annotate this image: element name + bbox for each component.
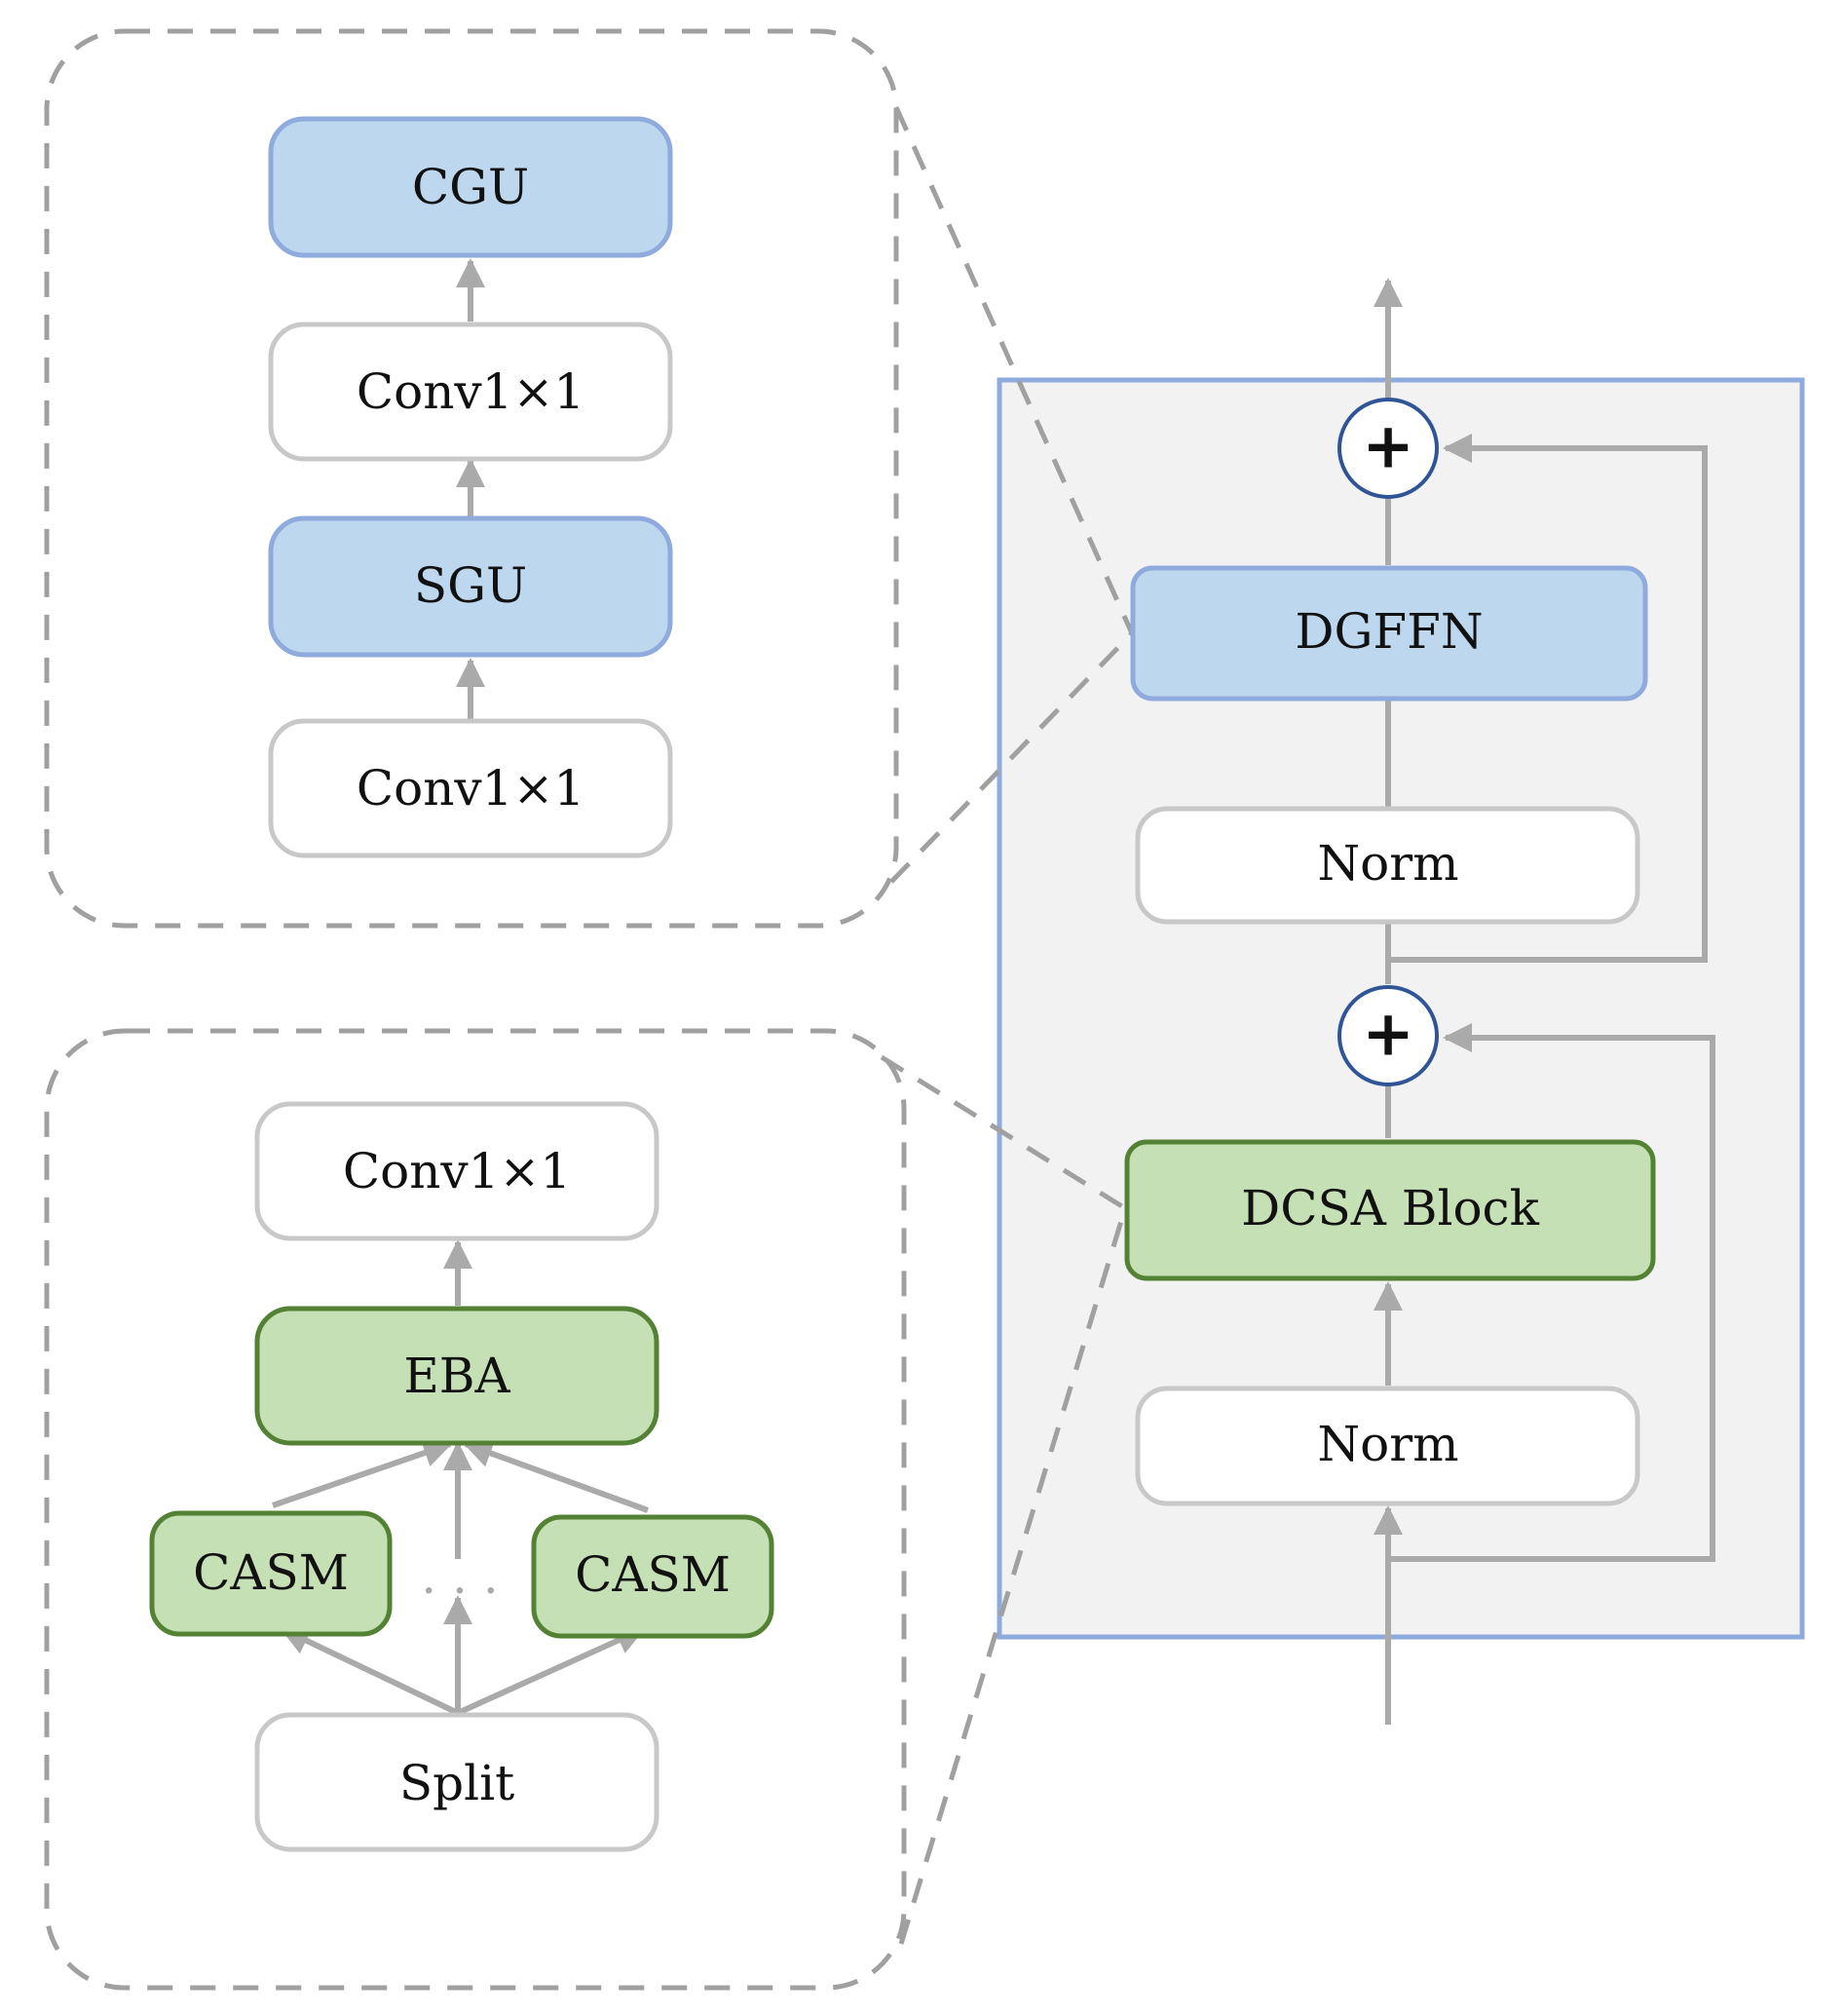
sgu-box	[268, 515, 673, 658]
dgffn-detail-frame	[44, 28, 899, 929]
norm-upper-box	[1135, 806, 1640, 925]
eba-box	[254, 1306, 659, 1446]
connector-top-upper	[893, 105, 1135, 635]
arrow-split-to-casm-right	[456, 1626, 646, 1716]
add-top-node	[1337, 398, 1439, 499]
connector-top-lower	[889, 631, 1134, 884]
conv-lower-label: Conv1×1	[357, 760, 584, 817]
dgffn-label: DGFFN	[1295, 603, 1483, 660]
casm-left-label: CASM	[193, 1544, 349, 1601]
conv-upper-box	[268, 322, 673, 462]
dgffn-box	[1130, 565, 1648, 702]
conv-lower-box	[268, 718, 673, 858]
ellipsis: . . .	[421, 1548, 498, 1605]
sgu-label: SGU	[414, 557, 527, 614]
conv-label: Conv1×1	[343, 1143, 571, 1199]
add-top-symbol: +	[1362, 411, 1414, 483]
cgu-box	[268, 116, 673, 258]
casm-left-box	[149, 1510, 393, 1637]
add-bottom-node	[1337, 985, 1439, 1086]
residual-bottom	[1388, 1023, 1715, 1562]
split-label: Split	[399, 1755, 514, 1811]
arrow-split-to-casm-left	[280, 1626, 460, 1716]
dcsa-block-box	[1124, 1139, 1656, 1281]
connector-bottom-upper	[880, 1054, 1127, 1211]
arrow-casm-left-to-eba	[272, 1438, 453, 1508]
dcsa-block-label: DCSA Block	[1241, 1180, 1539, 1236]
arrows	[272, 258, 1715, 1725]
casm-right-box	[531, 1514, 774, 1639]
cgu-label: CGU	[412, 159, 529, 215]
norm-lower-label: Norm	[1317, 1416, 1458, 1472]
eba-label: EBA	[403, 1348, 510, 1404]
zoom-connectors	[880, 105, 1135, 1945]
casm-right-label: CASM	[575, 1546, 731, 1603]
residual-top	[1388, 434, 1708, 963]
norm-upper-label: Norm	[1317, 835, 1458, 892]
dcsa-detail-frame	[44, 1028, 907, 1991]
norm-lower-box	[1135, 1386, 1640, 1506]
arrow-casm-right-to-eba	[463, 1439, 650, 1513]
conv-upper-label: Conv1×1	[357, 363, 584, 420]
add-bottom-symbol: +	[1362, 999, 1414, 1071]
conv-box	[254, 1101, 659, 1241]
split-box	[254, 1712, 659, 1852]
